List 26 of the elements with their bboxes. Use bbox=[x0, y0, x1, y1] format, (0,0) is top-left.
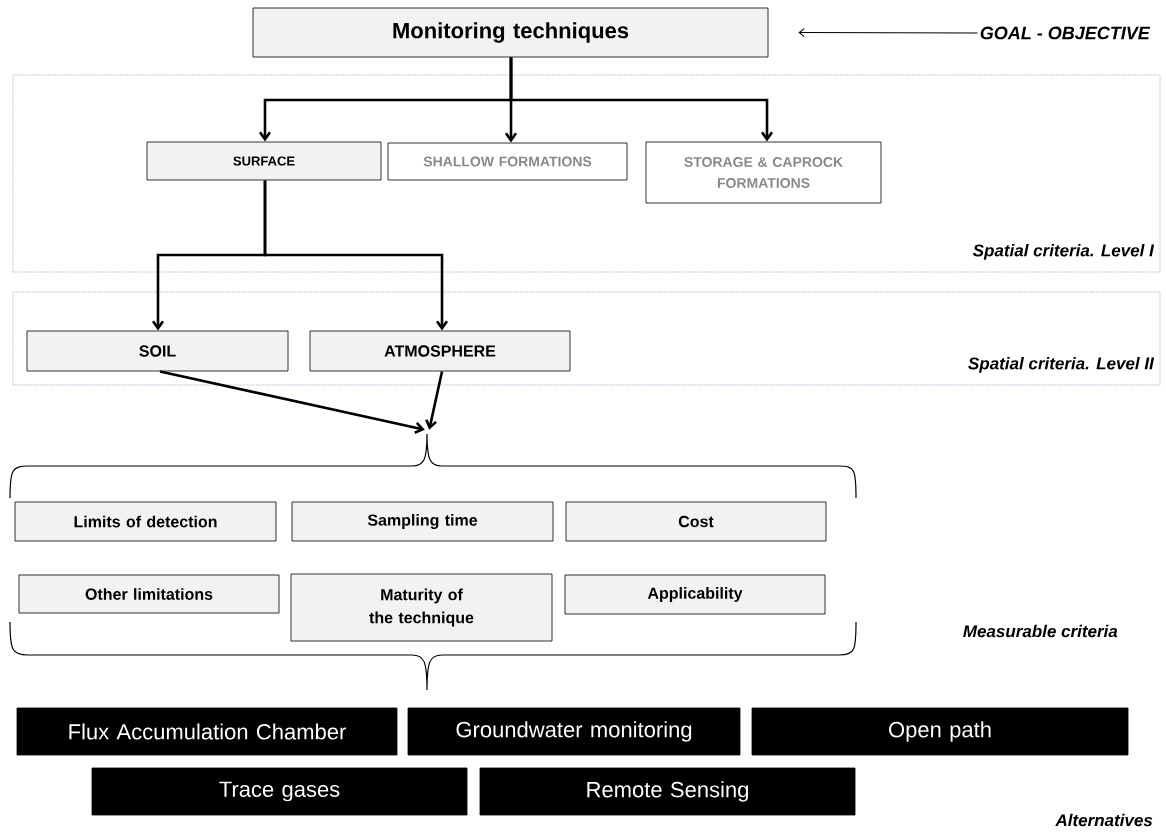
criterion-box: Other limitations bbox=[18, 574, 280, 614]
arrow bbox=[159, 370, 425, 434]
criterion-box: SOIL bbox=[26, 330, 289, 372]
criterion-box: SURFACE bbox=[146, 141, 382, 181]
criterion-box: SHALLOW FORMATIONS bbox=[387, 142, 628, 181]
criterion-box: Maturity of the technique bbox=[290, 573, 553, 642]
alternative-box: Flux Accumulation Chamber bbox=[16, 707, 398, 756]
criterion-box: ATMOSPHERE bbox=[309, 330, 571, 372]
title-box: Monitoring techniques bbox=[252, 7, 769, 58]
alternative-box: Groundwater monitoring bbox=[407, 707, 741, 756]
criterion-box: STORAGE & CAPROCK FORMATIONS bbox=[645, 141, 882, 204]
brace bbox=[9, 433, 857, 499]
criterion-box: Limits of detection bbox=[14, 501, 277, 542]
alternative-box: Open path bbox=[751, 707, 1129, 756]
goal-label: GOAL - OBJECTIVE bbox=[980, 26, 1151, 40]
arrow bbox=[263, 180, 449, 331]
criterion-box: Applicability bbox=[564, 574, 826, 615]
arrow bbox=[509, 57, 774, 142]
criteria-label: Alternatives bbox=[1055, 813, 1153, 827]
criterion-box: Cost bbox=[565, 501, 827, 542]
arrow bbox=[798, 28, 979, 37]
criterion-box: Sampling time bbox=[291, 501, 554, 542]
criteria-label: Measurable criteria bbox=[963, 624, 1118, 638]
alternative-box: Trace gases bbox=[91, 767, 468, 816]
alternative-box: Remote Sensing bbox=[479, 767, 856, 816]
arrow bbox=[425, 371, 444, 430]
